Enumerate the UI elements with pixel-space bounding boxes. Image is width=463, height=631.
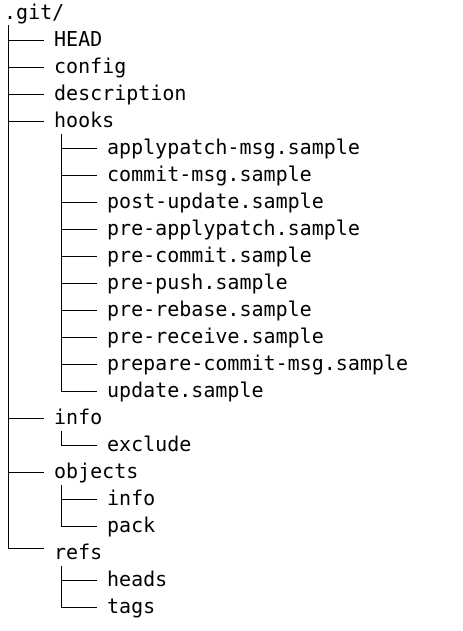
tree-branch-line bbox=[61, 310, 97, 311]
tree-file-hook: update.sample bbox=[107, 378, 264, 402]
tree-file-hook: pre-push.sample bbox=[107, 270, 288, 294]
tree-file-hook: commit-msg.sample bbox=[107, 162, 312, 186]
tree-file-hook: pre-rebase.sample bbox=[107, 297, 312, 321]
tree-branch-line bbox=[8, 548, 44, 549]
tree-folder-pack: pack bbox=[107, 513, 156, 537]
tree-branch-line bbox=[61, 175, 97, 176]
tree-file-hook: applypatch-msg.sample bbox=[107, 135, 360, 159]
tree-branch-line bbox=[8, 67, 44, 68]
tree-folder-objects-info: info bbox=[107, 486, 156, 510]
tree-file-hook: pre-receive.sample bbox=[107, 324, 324, 348]
tree-branch-line bbox=[61, 283, 97, 284]
tree-branch-line bbox=[61, 256, 97, 257]
tree-branch-line bbox=[61, 499, 97, 500]
tree-folder-tags: tags bbox=[107, 594, 156, 618]
tree-subtrunk-objects bbox=[61, 485, 62, 526]
tree-branch-line bbox=[8, 472, 44, 473]
tree-file-exclude: exclude bbox=[107, 432, 192, 456]
tree-branch-line bbox=[8, 121, 44, 122]
tree-folder-objects: objects bbox=[54, 459, 139, 483]
tree-root: .git/ bbox=[4, 0, 65, 24]
tree-branch-line bbox=[61, 445, 97, 446]
tree-branch-line bbox=[8, 40, 44, 41]
tree-trunk-line bbox=[8, 25, 9, 548]
tree-item-description: description bbox=[54, 81, 187, 105]
tree-item-config: config bbox=[54, 54, 127, 78]
tree-folder-heads: heads bbox=[107, 567, 168, 591]
tree-branch-line bbox=[61, 148, 97, 149]
tree-branch-line bbox=[61, 202, 97, 203]
tree-file-hook: prepare-commit-msg.sample bbox=[107, 351, 409, 375]
tree-branch-line bbox=[61, 229, 97, 230]
tree-branch-line bbox=[61, 337, 97, 338]
tree-subtrunk-hooks bbox=[61, 134, 62, 391]
tree-branch-line bbox=[61, 607, 97, 608]
tree-branch-line bbox=[8, 94, 44, 95]
tree-branch-line bbox=[61, 364, 97, 365]
tree-branch-line bbox=[8, 418, 44, 419]
tree-branch-line bbox=[61, 526, 97, 527]
tree-file-hook: pre-applypatch.sample bbox=[107, 216, 360, 240]
tree-item-head: HEAD bbox=[54, 27, 103, 51]
tree-branch-line bbox=[61, 580, 97, 581]
tree-subtrunk-info bbox=[61, 431, 62, 445]
tree-branch-line bbox=[61, 391, 97, 392]
tree-subtrunk-refs bbox=[61, 566, 62, 607]
tree-file-hook: post-update.sample bbox=[107, 189, 324, 213]
tree-file-hook: pre-commit.sample bbox=[107, 243, 312, 267]
tree-folder-refs: refs bbox=[54, 540, 103, 564]
tree-folder-info: info bbox=[54, 405, 103, 429]
tree-folder-hooks: hooks bbox=[54, 108, 115, 132]
